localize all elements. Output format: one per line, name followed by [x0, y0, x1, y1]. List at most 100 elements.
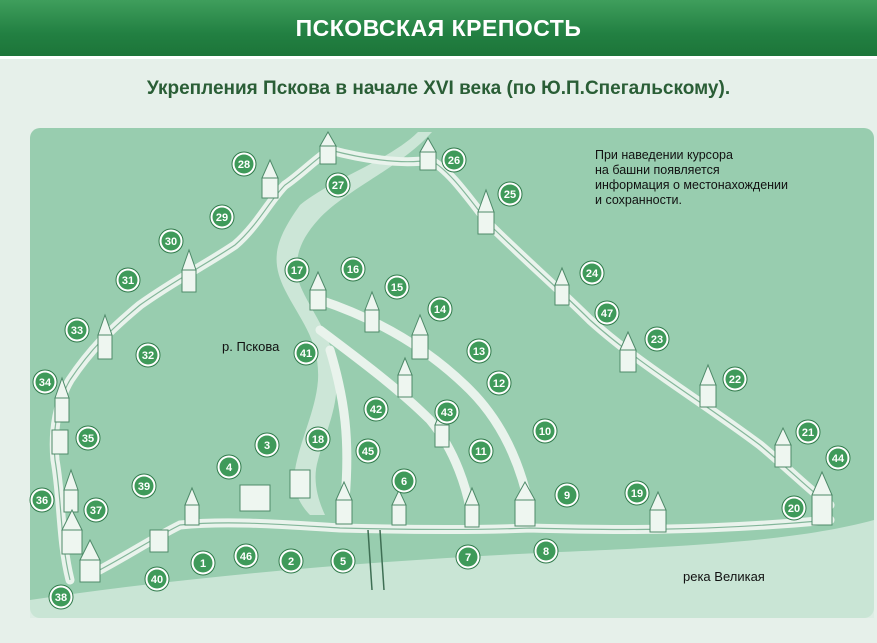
- tower-badge-20[interactable]: 20: [781, 495, 807, 521]
- bridge: [367, 529, 385, 591]
- tower-number: 37: [90, 505, 102, 517]
- tower-badge-3[interactable]: 3: [254, 432, 280, 458]
- tower-badge-42[interactable]: 42: [363, 396, 389, 422]
- header-banner: ПСКОВСКАЯ КРЕПОСТЬ: [0, 0, 877, 59]
- tower-structures: [51, 130, 833, 583]
- tower-number: 32: [142, 350, 154, 362]
- tower-badge-39[interactable]: 39: [131, 473, 157, 499]
- tower-badge-17[interactable]: 17: [284, 257, 310, 283]
- tower-badge-22[interactable]: 22: [722, 366, 748, 392]
- tower-number: 16: [347, 264, 359, 276]
- tower-number: 40: [151, 574, 163, 586]
- tower-number: 19: [631, 488, 643, 500]
- tower-number: 30: [165, 236, 177, 248]
- tower-number: 8: [543, 546, 549, 558]
- tower-badge-10[interactable]: 10: [532, 418, 558, 444]
- tower-badge-47[interactable]: 47: [594, 300, 620, 326]
- tower-badge-43[interactable]: 43: [434, 399, 460, 425]
- tower-number: 5: [340, 556, 346, 568]
- tower-badge-37[interactable]: 37: [83, 497, 109, 523]
- tower-badge-2[interactable]: 2: [278, 548, 304, 574]
- tower-number: 12: [493, 378, 505, 390]
- tower-number: 20: [788, 503, 800, 515]
- tower-number: 6: [401, 476, 407, 488]
- tower-badge-33[interactable]: 33: [64, 317, 90, 343]
- tower-badge-21[interactable]: 21: [795, 419, 821, 445]
- tower-number: 36: [36, 495, 48, 507]
- tower-badge-24[interactable]: 24: [579, 260, 605, 286]
- river-pskova-label: р. Пскова: [222, 339, 280, 354]
- tower-badge-11[interactable]: 11: [468, 438, 494, 464]
- page-title: ПСКОВСКАЯ КРЕПОСТЬ: [295, 14, 582, 41]
- tower-badge-40[interactable]: 40: [144, 566, 170, 592]
- tower-number: 26: [448, 155, 460, 167]
- tower-badge-26[interactable]: 26: [441, 147, 467, 173]
- hover-hint: При наведении курсора на башни появляетс…: [595, 148, 789, 207]
- tower-number: 23: [651, 334, 663, 346]
- tower-badge-12[interactable]: 12: [486, 370, 512, 396]
- tower-badge-35[interactable]: 35: [75, 425, 101, 451]
- tower-badge-25[interactable]: 25: [497, 181, 523, 207]
- tower-number: 11: [475, 446, 487, 458]
- tower-number: 22: [729, 374, 741, 386]
- tower-number: 27: [332, 180, 344, 192]
- tower-badge-28[interactable]: 28: [231, 151, 257, 177]
- tower-badge-19[interactable]: 19: [624, 480, 650, 506]
- tower-badge-45[interactable]: 45: [355, 438, 381, 464]
- tower-number: 38: [55, 592, 67, 604]
- tower-badge-38[interactable]: 38: [48, 584, 74, 610]
- tower-number: 44: [832, 453, 845, 465]
- tower-badge-9[interactable]: 9: [554, 482, 580, 508]
- tower-number: 33: [71, 325, 83, 337]
- tower-badge-27[interactable]: 27: [325, 172, 351, 198]
- tower-number: 14: [434, 304, 447, 316]
- tower-badge-44[interactable]: 44: [825, 445, 851, 471]
- tower-number: 7: [465, 552, 471, 564]
- tower-number: 24: [586, 268, 599, 280]
- fortress-walls: [49, 145, 835, 585]
- tower-number: 2: [288, 556, 294, 568]
- tower-badge-32[interactable]: 32: [135, 342, 161, 368]
- tower-number: 1: [200, 558, 206, 570]
- tower-badge-5[interactable]: 5: [330, 548, 356, 574]
- tower-number: 45: [362, 446, 374, 458]
- tower-badge-14[interactable]: 14: [427, 296, 453, 322]
- tower-number: 35: [82, 433, 94, 445]
- tower-badge-15[interactable]: 15: [384, 274, 410, 300]
- tower-number: 43: [441, 407, 453, 419]
- tower-number: 34: [39, 377, 52, 389]
- river-velikaya: [30, 520, 874, 618]
- river-velikaya-label: река Великая: [683, 569, 765, 584]
- tower-number: 29: [216, 212, 228, 224]
- tower-badge-36[interactable]: 36: [29, 487, 55, 513]
- tower-badge-23[interactable]: 23: [644, 326, 670, 352]
- tower-badge-13[interactable]: 13: [466, 338, 492, 364]
- map-subtitle: Укрепления Пскова в начале XVI века (по …: [146, 78, 731, 99]
- tower-badge-30[interactable]: 30: [158, 228, 184, 254]
- tower-number: 46: [240, 551, 252, 563]
- tower-badge-18[interactable]: 18: [305, 426, 331, 452]
- tower-badge-31[interactable]: 31: [115, 267, 141, 293]
- tower-badge-6[interactable]: 6: [391, 468, 417, 494]
- tower-number: 3: [264, 440, 270, 452]
- tower-number: 28: [238, 159, 250, 171]
- tower-badge-34[interactable]: 34: [32, 369, 58, 395]
- tower-badge-4[interactable]: 4: [216, 454, 242, 480]
- tower-number: 10: [539, 426, 551, 438]
- tower-number: 31: [122, 275, 134, 287]
- river-pskova: [276, 132, 432, 515]
- tower-badge-8[interactable]: 8: [533, 538, 559, 564]
- tower-badge-29[interactable]: 29: [209, 204, 235, 230]
- tower-number: 18: [312, 434, 324, 446]
- tower-number: 47: [601, 308, 613, 320]
- tower-number: 42: [370, 404, 382, 416]
- tower-badge-46[interactable]: 46: [233, 543, 259, 569]
- tower-badge-41[interactable]: 41: [293, 340, 319, 366]
- tower-number: 25: [504, 189, 516, 201]
- tower-badge-1[interactable]: 1: [190, 550, 216, 576]
- tower-badge-7[interactable]: 7: [455, 544, 481, 570]
- tower-number: 39: [138, 481, 150, 493]
- tower-badge-16[interactable]: 16: [340, 256, 366, 282]
